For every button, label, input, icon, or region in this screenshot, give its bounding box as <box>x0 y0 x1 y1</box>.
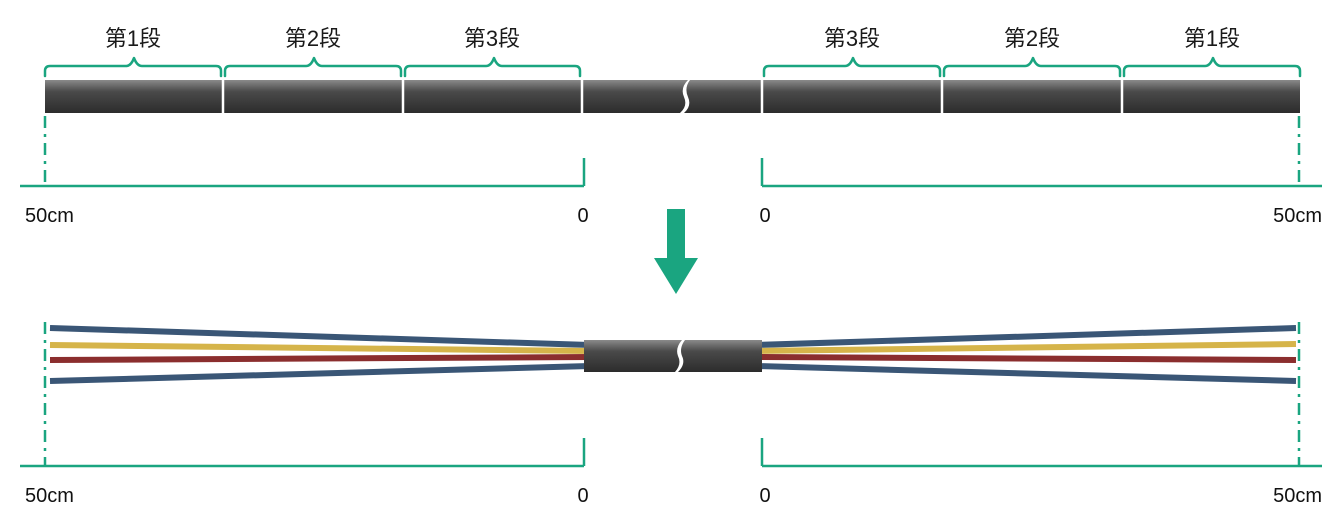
bottom-scale-labels: 50cm 0 0 50cm <box>25 485 1322 507</box>
bottom-label-right-0: 0 <box>759 485 770 507</box>
bottom-label-left-0: 0 <box>577 485 588 507</box>
brace-left-2 <box>223 56 403 78</box>
segment-braces <box>43 56 1302 78</box>
top-scale-labels: 50cm 0 0 50cm <box>25 205 1322 227</box>
bottom-sheath-right-part <box>678 340 762 372</box>
bottom-scale <box>20 322 1322 468</box>
segment-label-left-3: 第3段 <box>464 26 520 51</box>
top-cable-segment-cuts <box>221 79 1124 114</box>
wire-blue-top-right <box>755 325 1297 348</box>
brace-right-3 <box>762 56 942 78</box>
brace-left-3 <box>403 56 582 78</box>
top-scale <box>20 116 1322 188</box>
wire-red-right <box>755 354 1297 363</box>
bottom-label-right-50cm: 50cm <box>1273 485 1322 507</box>
brace-right-1 <box>1122 56 1302 78</box>
wire-blue-top-left <box>49 325 591 348</box>
segment-label-right-1: 第1段 <box>1184 26 1240 51</box>
bottom-label-left-50cm: 50cm <box>25 485 74 507</box>
bottom-cable-sheath <box>584 340 762 372</box>
wire-yellow-right <box>755 341 1297 354</box>
segment-label-right-2: 第2段 <box>1004 26 1060 51</box>
wire-red-left <box>49 354 591 363</box>
wire-blue-bottom-left <box>49 363 591 384</box>
top-cable-left-part <box>45 80 688 113</box>
bottom-sheath-left-part <box>584 340 682 372</box>
brace-left-1 <box>43 56 223 78</box>
segment-label-left-1: 第1段 <box>105 26 161 51</box>
wire-blue-bottom-right <box>755 363 1297 384</box>
segment-labels: 第1段 第2段 第3段 第3段 第2段 第1段 <box>105 26 1240 51</box>
top-label-right-0: 0 <box>759 205 770 227</box>
top-label-left-0: 0 <box>577 205 588 227</box>
top-cable-right-part <box>684 80 1300 113</box>
wire-yellow-left <box>49 342 591 354</box>
top-label-left-50cm: 50cm <box>25 205 74 227</box>
down-arrow-icon <box>654 209 698 294</box>
top-cable <box>45 79 1300 114</box>
segment-label-left-2: 第2段 <box>285 26 341 51</box>
segment-label-right-3: 第3段 <box>824 26 880 51</box>
bottom-wires <box>49 325 1297 384</box>
brace-right-2 <box>942 56 1122 78</box>
top-label-right-50cm: 50cm <box>1273 205 1322 227</box>
